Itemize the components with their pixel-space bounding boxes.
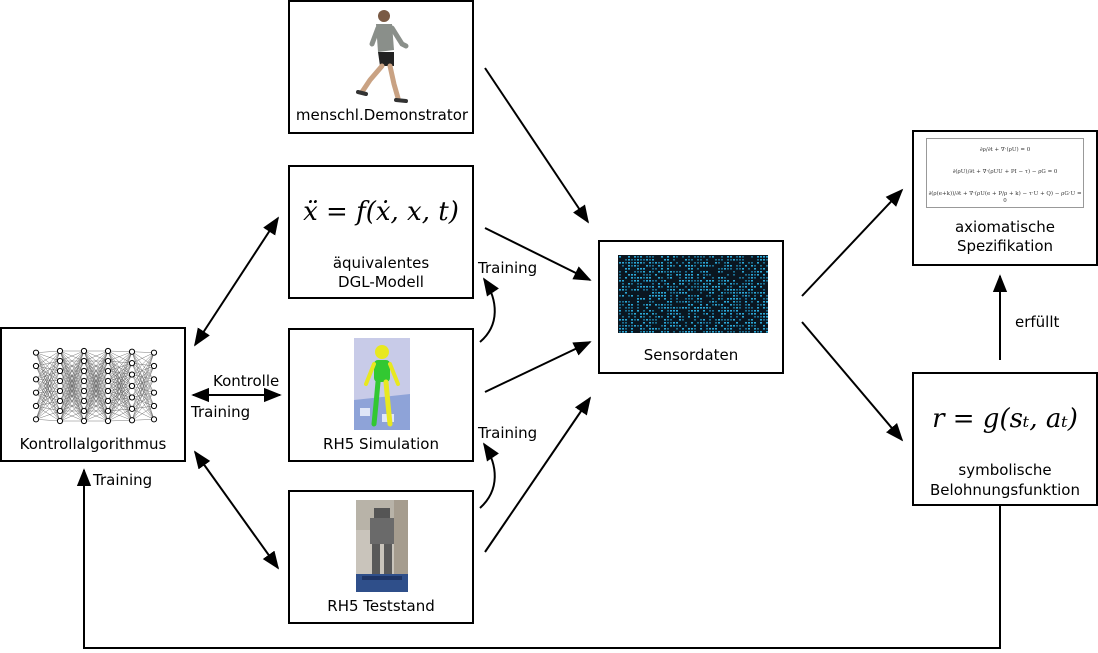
demonstrator-label: menschl.Demonstrator — [295, 106, 469, 124]
reward-label-line2: Belohnungsfunktion — [930, 481, 1080, 499]
rh5-simulation-image — [354, 338, 410, 430]
arrow-simulation-to-sensor — [484, 341, 592, 393]
reward-function-box: r = g(sₜ, aₜ) symbolische Belohnungsfunk… — [912, 372, 1098, 506]
edge-label-kontrolle: Kontrolle — [213, 372, 280, 390]
teststand-label: RH5 Teststand — [327, 597, 435, 615]
axiomatic-label-line2: Spezifikation — [956, 237, 1054, 255]
teststand-box: RH5 Teststand — [288, 490, 474, 624]
reward-label-line1: symbolische — [958, 461, 1052, 479]
demonstrator-box: menschl.Demonstrator — [288, 0, 474, 134]
human-walker-image — [356, 10, 409, 103]
rh5-teststand-image — [356, 500, 408, 592]
controller-label: Kontrollalgorithmus — [19, 435, 167, 453]
dgl-formula: ẍ = f(ẋ, x, t) — [303, 197, 459, 227]
dgl-model-box: ẍ = f(ẋ, x, t) äquivalentes DGL-Modell — [288, 165, 474, 299]
sensor-data-box: Sensordaten — [598, 240, 784, 374]
edge-label-training-bottom: Training — [93, 471, 153, 489]
arrow-sensor-to-reward — [801, 321, 904, 442]
binary-data-image — [618, 255, 768, 333]
arrow-controller-teststand — [193, 450, 280, 570]
edge-label-erfuellt: erfüllt — [1015, 313, 1060, 331]
conservation-equations: ∂ρ/∂t + ∇·(ρU) = 0 ∂(ρU)/∂t + ∇·(ρUU + P… — [926, 138, 1084, 208]
arrow-demonstrator-to-sensor — [484, 67, 590, 224]
arrow-teststand-to-sensor — [484, 396, 592, 553]
simulation-box: RH5 Simulation — [288, 328, 474, 462]
reward-formula: r = g(sₜ, aₜ) — [932, 404, 1078, 434]
axiomatic-label-line1: axiomatische — [954, 218, 1056, 236]
arrow-sensor-to-axiomatic — [801, 188, 904, 297]
edge-label-training-sim: Training — [478, 424, 538, 442]
edge-label-training-dgl: Training — [478, 259, 538, 277]
simulation-label: RH5 Simulation — [323, 435, 439, 453]
arrow-reward-trains-controller — [76, 468, 1001, 649]
arrow-sim-trains-dgl — [479, 277, 499, 343]
neural-network-image — [32, 347, 158, 425]
dgl-label-line2: DGL-Modell — [338, 273, 424, 291]
edge-label-training-controller: Training — [191, 403, 251, 421]
sensor-data-label: Sensordaten — [643, 346, 739, 364]
equation-momentum: ∂(ρU)/∂t + ∇·(ρUU + PI − τ) − ρG = 0 — [952, 169, 1058, 175]
dgl-label-line1: äquivalentes — [332, 254, 430, 272]
axiomatic-spec-box: ∂ρ/∂t + ∇·(ρU) = 0 ∂(ρU)/∂t + ∇·(ρUU + P… — [912, 130, 1098, 266]
equation-energy: ∂(ρ(e+k))/∂t + ∇·(ρU(e + P/ρ + k) − τ·U … — [928, 191, 1082, 204]
arrow-teststand-trains-sim — [479, 442, 499, 509]
arrow-controller-dgl — [194, 216, 279, 347]
controller-box: Kontrollalgorithmus — [0, 327, 186, 462]
equation-mass: ∂ρ/∂t + ∇·(ρU) = 0 — [979, 147, 1031, 153]
arrow-dgl-to-sensor — [484, 227, 592, 281]
